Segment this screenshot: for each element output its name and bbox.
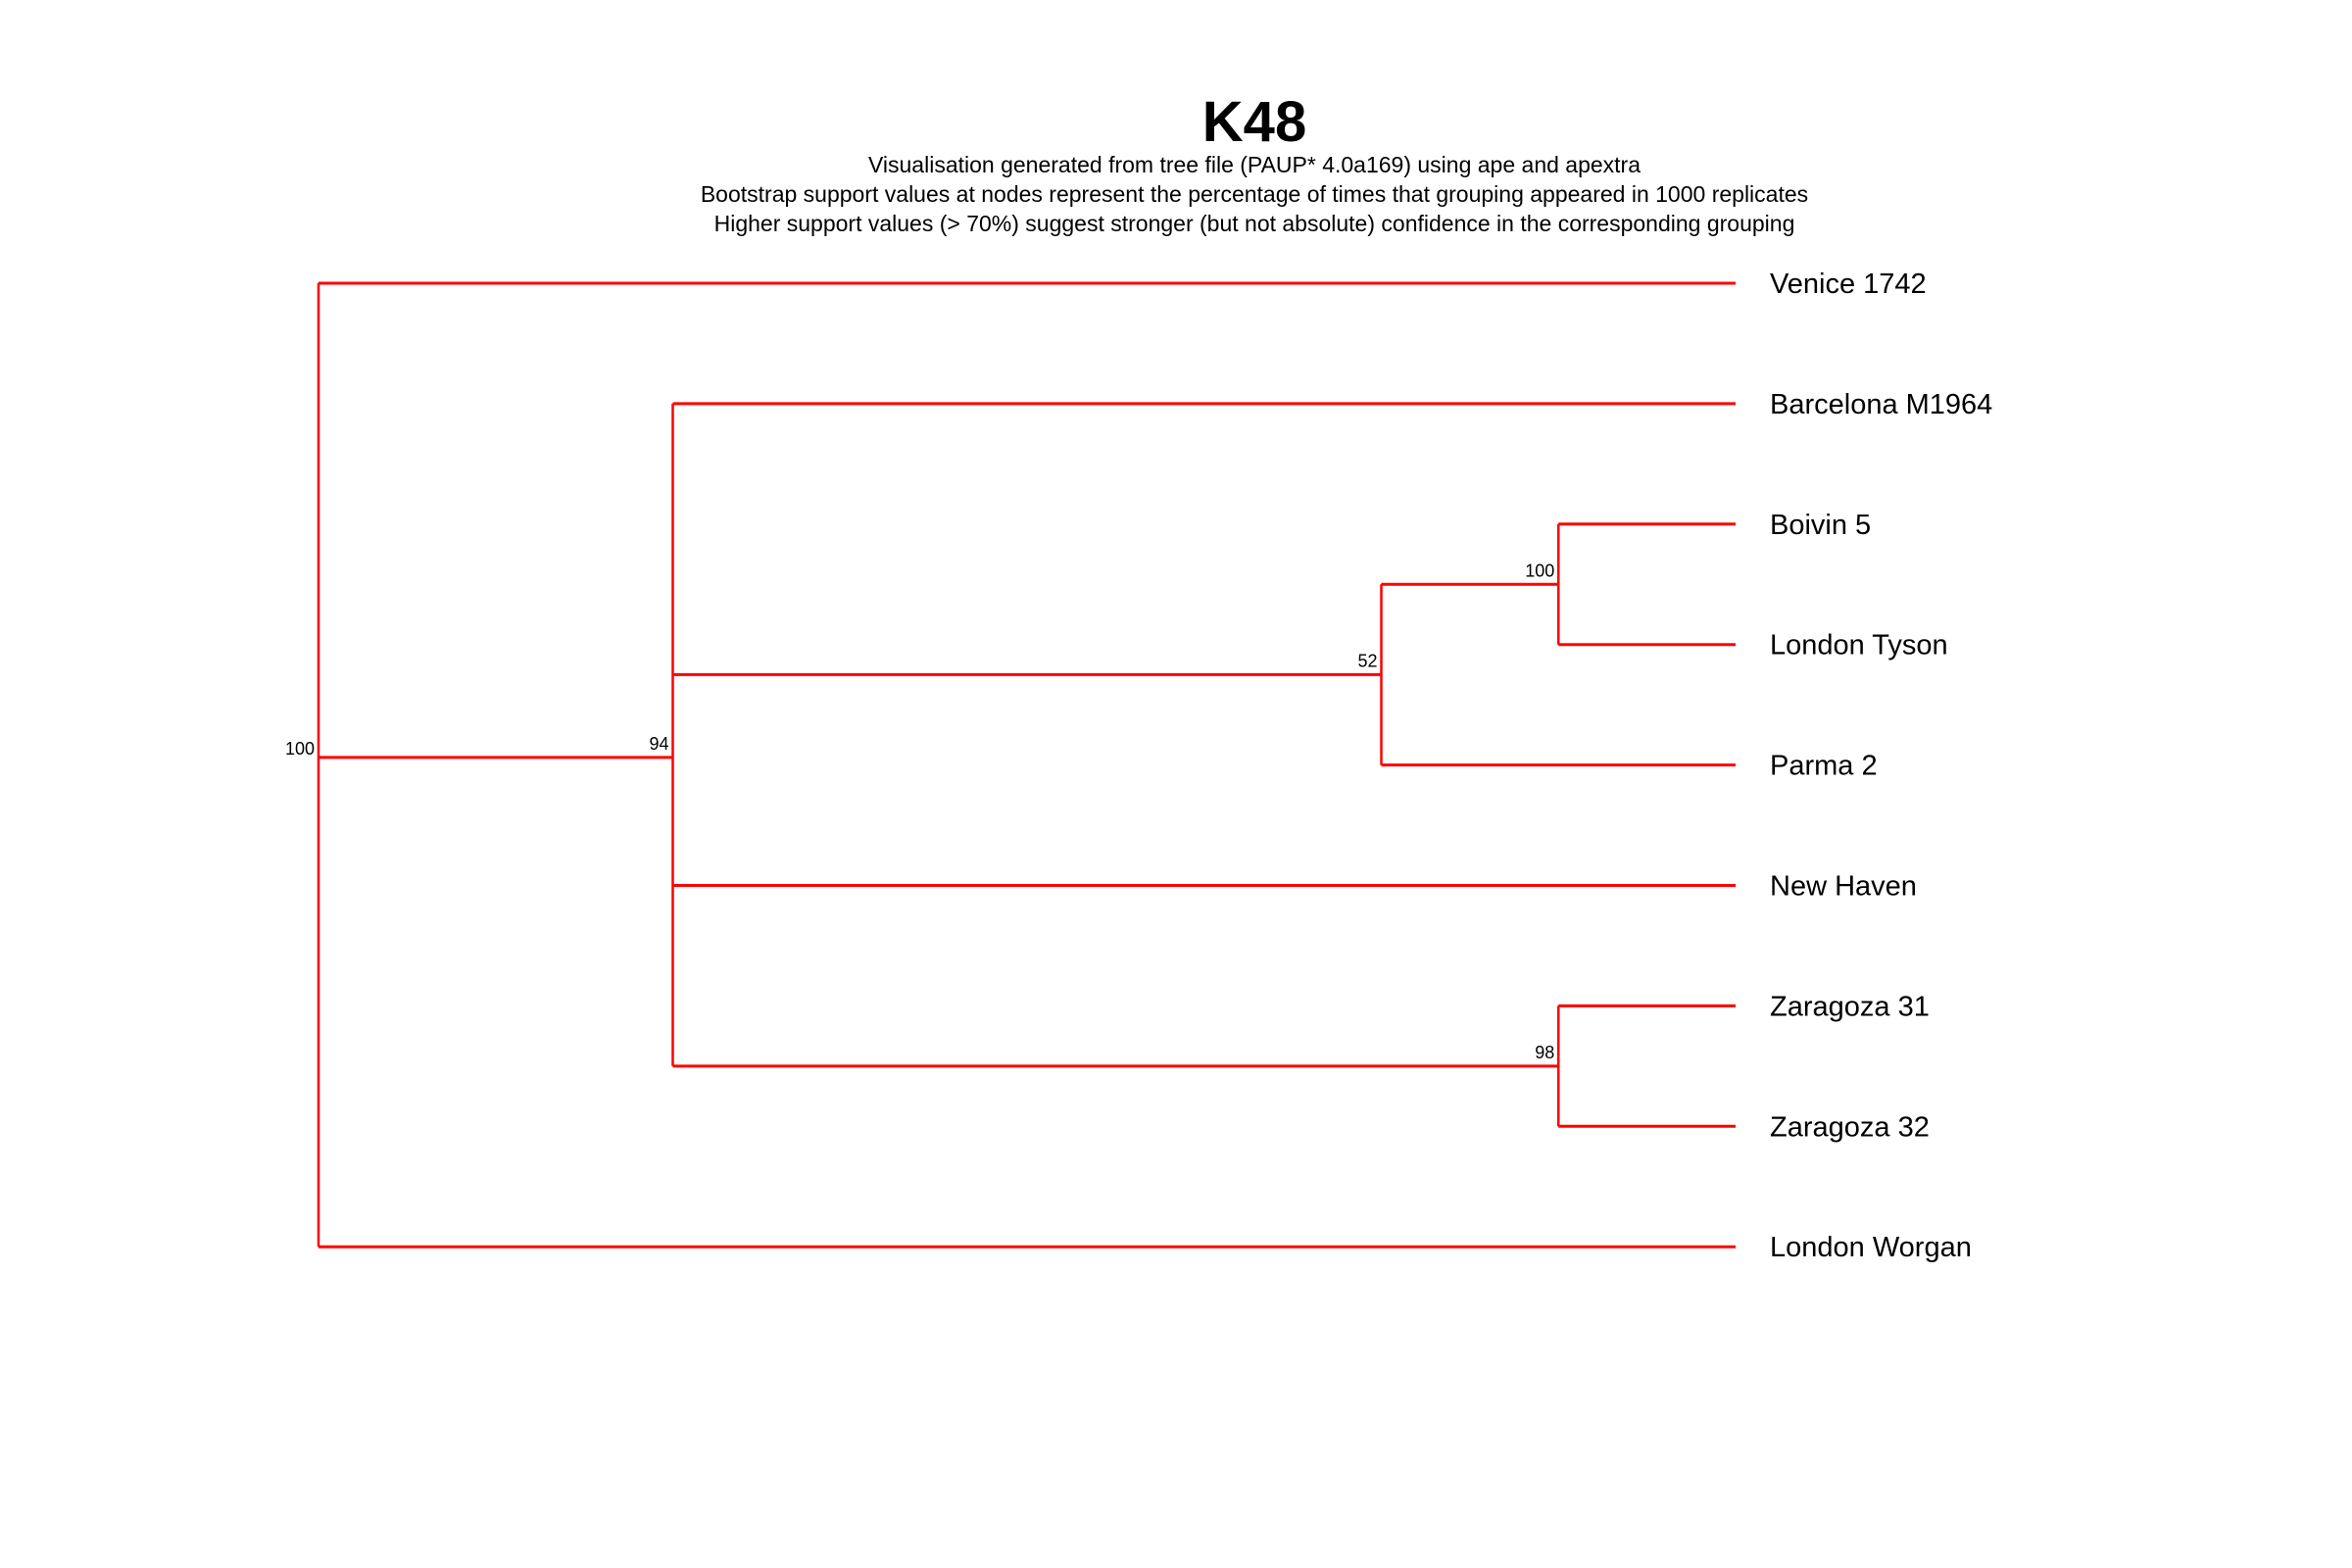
tip-label: Parma 2 [1770, 751, 1878, 782]
tip-label: Boivin 5 [1770, 510, 1871, 541]
subtitle-line-1: Visualisation generated from tree file (… [868, 152, 1641, 177]
bootstrap-support-label: 52 [1357, 651, 1377, 670]
subtitle-line-3: Higher support values (> 70%) suggest st… [714, 211, 1795, 236]
tip-label: London Worgan [1770, 1232, 1972, 1263]
tip-label: Zaragoza 31 [1770, 991, 1930, 1022]
tip-label: Venice 1742 [1770, 269, 1927, 300]
tip-label: Zaragoza 32 [1770, 1111, 1930, 1143]
tip-label: London Tyson [1770, 630, 1948, 662]
figure-title: K48 [1202, 90, 1306, 154]
bootstrap-support-label: 100 [285, 739, 315, 759]
tip-label: New Haven [1770, 871, 1917, 903]
subtitle-line-2: Bootstrap support values at nodes repres… [701, 181, 1808, 207]
bootstrap-support-label: 100 [1525, 561, 1554, 580]
bootstrap-support-label: 94 [649, 734, 668, 754]
tip-label: Barcelona M1964 [1770, 389, 1992, 420]
bootstrap-support-label: 98 [1535, 1043, 1554, 1062]
